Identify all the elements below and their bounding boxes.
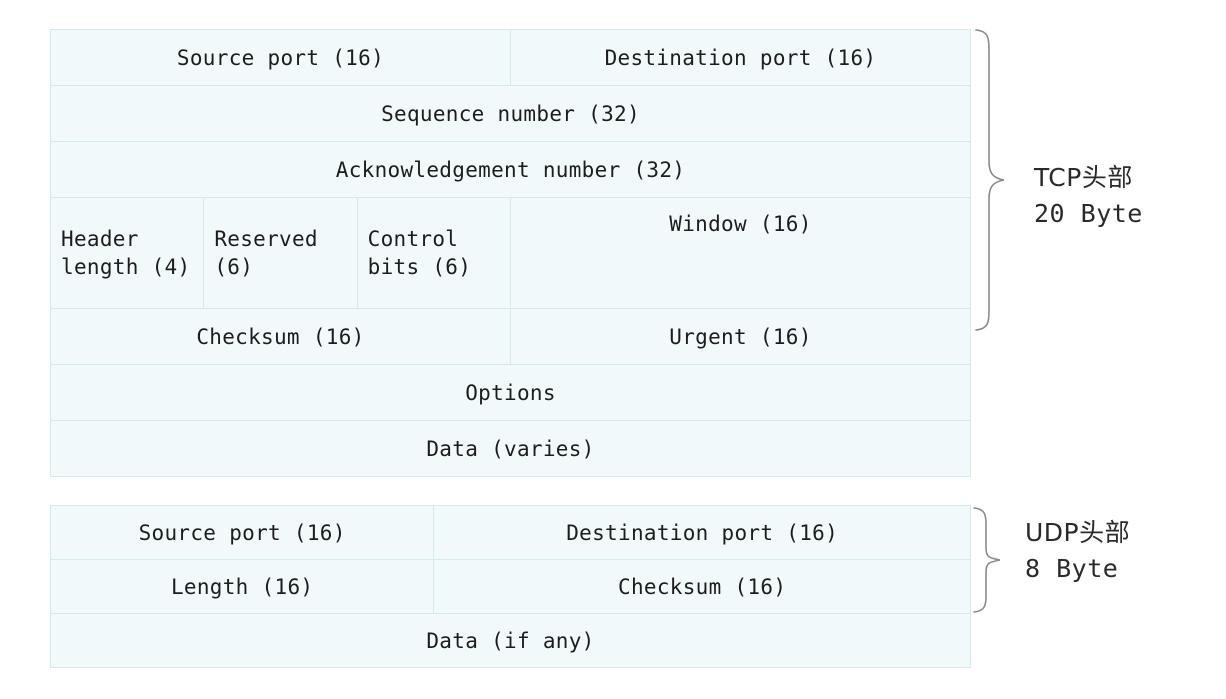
tcp-field-destination-port: Destination port (16) xyxy=(509,29,972,86)
udp-annotation-line1: UDP头部 xyxy=(1025,518,1131,547)
tcp-annotation-line1: TCP头部 xyxy=(1034,163,1133,192)
table-row: Length (16) Checksum (16) xyxy=(49,559,971,614)
tcp-field-window: Window (16) xyxy=(509,197,972,309)
tcp-brace-icon xyxy=(974,29,1008,331)
table-row: Header length (4) Reserved (6) Control b… xyxy=(49,197,972,309)
udp-field-destination-port: Destination port (16) xyxy=(433,505,971,560)
udp-field-checksum: Checksum (16) xyxy=(433,559,971,614)
tcp-field-header-length: Header length (4) xyxy=(49,197,205,309)
udp-brace-icon xyxy=(972,507,1004,613)
table-row: Source port (16) Destination port (16) xyxy=(49,505,971,560)
table-row: Sequence number (32) xyxy=(50,85,971,142)
tcp-field-checksum: Checksum (16) xyxy=(50,308,511,365)
table-row: Source port (16) Destination port (16) xyxy=(50,29,972,86)
tcp-field-reserved: Reserved (6) xyxy=(203,197,358,309)
tcp-annotation-line2: 20 Byte xyxy=(1034,199,1143,229)
tcp-field-urgent: Urgent (16) xyxy=(509,308,972,365)
tcp-field-sequence-number: Sequence number (32) xyxy=(50,85,971,142)
tcp-field-control-bits: Control bits (6) xyxy=(356,197,511,309)
tcp-annotation: TCP头部 20 Byte xyxy=(1034,160,1143,233)
udp-field-data: Data (if any) xyxy=(50,613,971,668)
tcp-field-options: Options xyxy=(50,364,971,421)
tcp-field-acknowledgement-number: Acknowledgement number (32) xyxy=(50,141,971,198)
tcp-header-table: Source port (16) Destination port (16) S… xyxy=(49,29,972,477)
table-row: Acknowledgement number (32) xyxy=(50,141,971,198)
table-row: Checksum (16) Urgent (16) xyxy=(50,308,972,365)
tcp-field-data: Data (varies) xyxy=(50,420,971,477)
table-row: Options xyxy=(50,364,971,421)
udp-annotation: UDP头部 8 Byte xyxy=(1025,515,1130,588)
udp-annotation-line2: 8 Byte xyxy=(1025,554,1119,584)
tcp-field-source-port: Source port (16) xyxy=(50,29,511,86)
udp-field-length: Length (16) xyxy=(49,559,435,614)
udp-header-table: Source port (16) Destination port (16) L… xyxy=(49,505,971,668)
table-row: Data (if any) xyxy=(50,613,971,668)
table-row: Data (varies) xyxy=(50,420,971,477)
udp-field-source-port: Source port (16) xyxy=(49,505,435,560)
